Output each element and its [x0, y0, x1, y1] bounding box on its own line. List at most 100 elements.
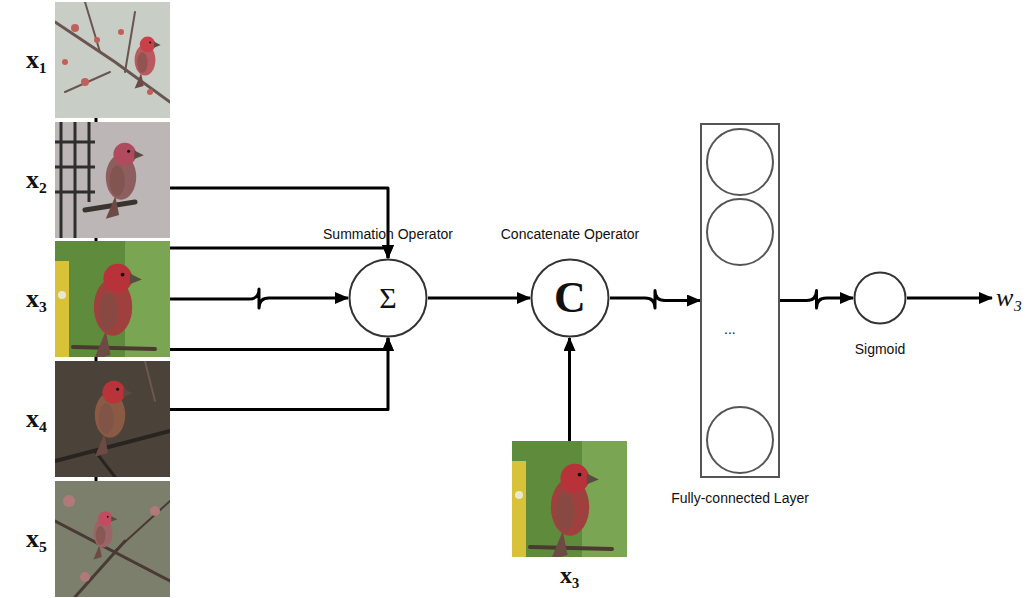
branch [530, 547, 612, 549]
bird-photo [512, 441, 627, 557]
operator-caption: Summation Operator [323, 226, 453, 243]
input-label: x₃ [560, 563, 579, 587]
photo-ground [55, 2, 170, 118]
bird-photo [55, 361, 170, 477]
bird-eye [107, 516, 109, 518]
neuron-circle [707, 129, 773, 195]
photo-frame [512, 441, 627, 561]
bird-beak [130, 273, 142, 284]
feeder-cage [55, 122, 95, 238]
branch [73, 347, 155, 349]
sigmoid-circle: Sigmoid [853, 271, 907, 325]
bird-eye [578, 473, 582, 477]
neuron-circle [707, 199, 773, 265]
bird-head [140, 37, 156, 53]
branch [85, 2, 100, 52]
photo-frame [55, 361, 170, 481]
bird-beak [154, 42, 161, 48]
bird-tail [551, 531, 568, 557]
input-label: x₄ [26, 406, 47, 432]
layer-caption: Fully-connected Layer [671, 490, 809, 507]
bird-tail [95, 434, 108, 457]
bird-beak [111, 516, 117, 521]
connector-arrow [568, 338, 571, 441]
photo-ground [55, 122, 170, 238]
photo-frame [55, 122, 170, 242]
ellipsis: ... [724, 321, 736, 338]
bird-wing [96, 526, 106, 545]
bird-wing [137, 52, 147, 73]
photo-blur [582, 441, 627, 557]
photo-ground [55, 481, 170, 597]
leaves [63, 495, 160, 582]
branch [55, 521, 170, 581]
branch [125, 12, 135, 72]
bird-beak [123, 388, 133, 397]
photo-frame [55, 241, 170, 361]
feeder [512, 461, 526, 557]
neuron-circle [707, 407, 773, 473]
connector-arrow [610, 291, 700, 309]
bird-wing [99, 404, 114, 434]
operator-circle: Concatenate OperatorC [530, 258, 610, 338]
bird-wing [99, 293, 118, 331]
photo-ground [512, 441, 627, 557]
output-arrow [907, 297, 992, 300]
input-label: x₂ [26, 167, 47, 193]
circle-shape [855, 273, 906, 324]
operator-symbol: C [554, 276, 586, 320]
neuron-circles [702, 125, 778, 476]
branch [145, 361, 155, 401]
bird-head [102, 381, 125, 404]
photo-frame [55, 481, 170, 598]
bird-beak [134, 150, 144, 159]
sigmoid-caption: Sigmoid [855, 341, 906, 358]
operator-circle: Summation OperatorΣ [348, 258, 428, 338]
bird-photo [55, 2, 170, 118]
connector-arrow [170, 289, 348, 308]
bird-tail [93, 545, 101, 559]
circle-shape [532, 260, 609, 337]
image-node: x₄ [22, 361, 170, 477]
circle-outline [853, 271, 907, 325]
bird-photo [55, 122, 170, 238]
bird-head [98, 511, 112, 525]
operator-symbol: Σ [379, 283, 396, 313]
input-label: x₅ [26, 526, 47, 552]
image-node: x₃ [22, 241, 170, 357]
bird-eye [121, 273, 125, 277]
bird-eye [127, 150, 130, 153]
bird-head [103, 264, 132, 293]
circle-shape [350, 260, 427, 337]
input-label: x₁ [26, 47, 47, 73]
image-node: x₃ [512, 441, 627, 557]
operator-caption: Concatenate Operator [501, 226, 640, 243]
bird-tail [106, 196, 119, 219]
branch [115, 501, 170, 551]
branch [55, 22, 170, 102]
output-label: w₃ [996, 285, 1022, 311]
bird-head [113, 143, 136, 166]
bird-head [560, 464, 589, 493]
bird-tail [135, 73, 144, 89]
photo-ground [55, 241, 170, 357]
input-label: x₃ [26, 286, 47, 312]
bird-eye [116, 388, 119, 391]
photo-blur [125, 241, 170, 357]
layer-box: ...Fully-connected Layer [700, 123, 780, 478]
image-node: x₁ [22, 2, 170, 118]
bird-tail [94, 331, 111, 357]
photo-frame [55, 2, 170, 122]
bird-photo [55, 241, 170, 357]
connector-arrow [428, 297, 530, 300]
bird-photo [55, 481, 170, 597]
edge-group [96, 118, 853, 481]
image-node: x₂ [22, 122, 170, 238]
photo-ground [55, 361, 170, 477]
feeder-hole [58, 291, 66, 299]
connector-arrow [780, 291, 853, 309]
feeder-hole [515, 491, 523, 499]
bird-eye [149, 41, 151, 43]
bird-beak [587, 473, 599, 484]
